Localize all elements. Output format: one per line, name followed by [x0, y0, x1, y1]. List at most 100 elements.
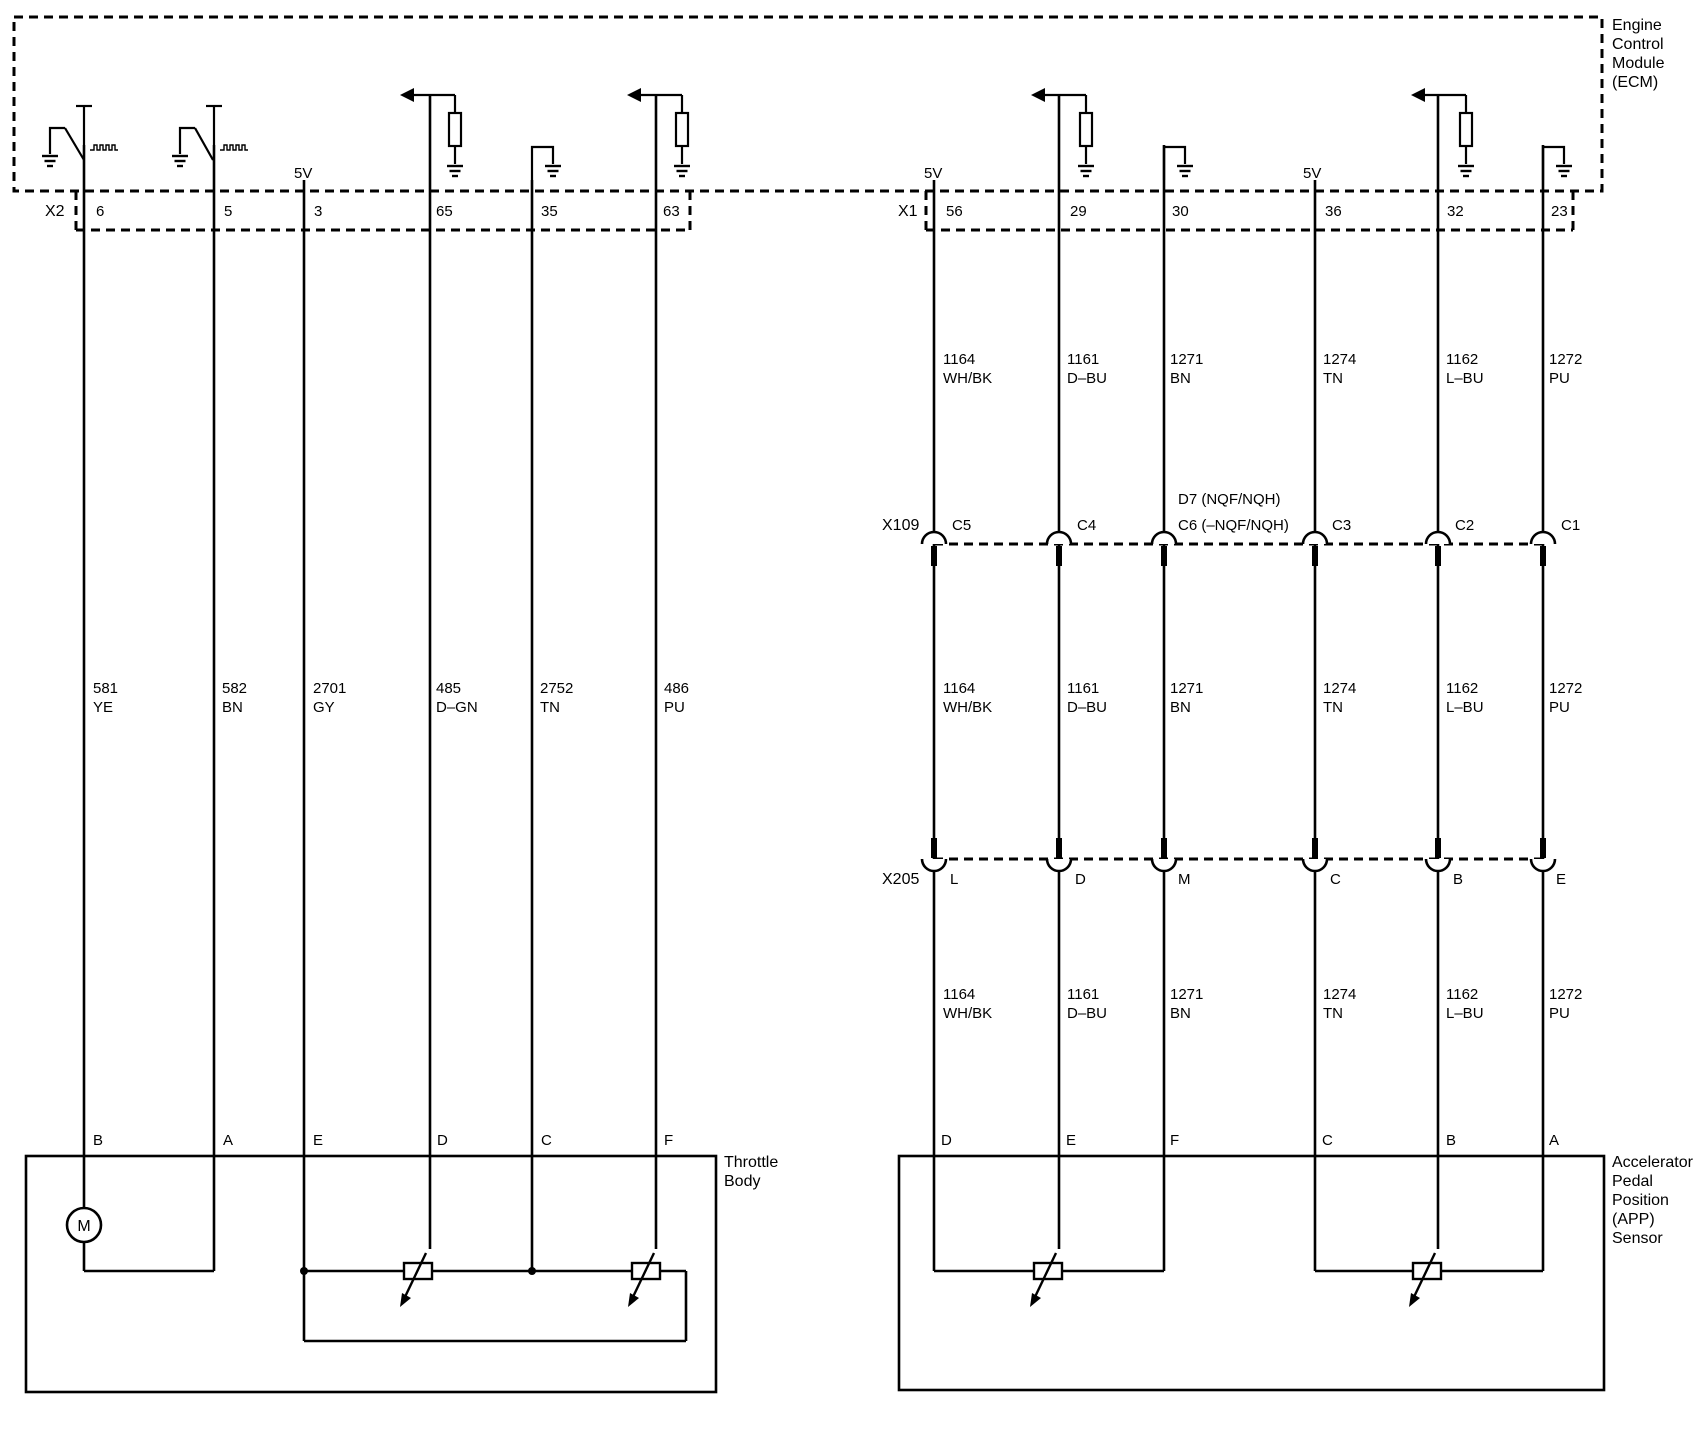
throttle-sensor-2-pot-icon [626, 1251, 662, 1309]
throttle-title-line-1: Throttle [724, 1154, 778, 1171]
ecm-title-line-1: Engine [1612, 17, 1662, 34]
wire-color-mid: L–BU [1446, 699, 1484, 716]
app-sensor-2-network [1315, 1251, 1543, 1309]
app-title-line-3: Position [1612, 1192, 1669, 1209]
tb-5v-label: 5V [294, 165, 312, 182]
component-pin-label: E [313, 1132, 323, 1149]
component-pin-label: C [541, 1132, 552, 1149]
ecm-title-line-3: Module [1612, 55, 1665, 72]
wire-color: TN [540, 699, 560, 716]
app-sensor-1-pot-icon [1028, 1251, 1064, 1309]
ecm-pin-label: 23 [1551, 203, 1568, 220]
component-pin-label: B [1446, 1132, 1456, 1149]
throttle-title-line-2: Body [724, 1173, 760, 1190]
app-wire-1: 56 1164 WH/BK C5 1164 WH/BK L 1164 WH/BK… [932, 180, 992, 1271]
app-title-line-5: Sensor [1612, 1230, 1663, 1247]
x109-pin-label: C4 [1077, 517, 1096, 534]
app-ground-2 [1541, 145, 1574, 180]
x109-note-line-2: C6 (–NQF/NQH) [1178, 517, 1289, 534]
x205-pin-label: L [950, 871, 958, 888]
wire-color-lower: L–BU [1446, 1005, 1484, 1022]
tb-signal-1-pullup [400, 88, 465, 178]
app-sensor-component: Accelerator Pedal Position (APP) Sensor [897, 1154, 1694, 1392]
component-pin-label: E [1066, 1132, 1076, 1149]
circuit-number-upper: 1162 [1446, 351, 1478, 368]
circuit-number: 581 [93, 680, 118, 697]
app-sensor-1-network [934, 1251, 1164, 1309]
throttle-wires: 6 581 YE B 5 582 BN A 3 2701 GY E 65 485… [82, 95, 689, 1271]
app-wire-6: 23 1272 PU C1 1272 PU E 1272 PU A [1541, 145, 1582, 1271]
circuit-number-upper: 1161 [1067, 351, 1099, 368]
circuit-number-lower: 1161 [1067, 986, 1099, 1003]
ecm-pin-label: 29 [1070, 203, 1087, 220]
app-signal-2-pullup [1411, 88, 1476, 178]
x2-connector-bar [74, 191, 692, 232]
app-title-line-4: (APP) [1612, 1211, 1655, 1228]
x109-pin-label: C5 [952, 517, 971, 534]
circuit-number-upper: 1274 [1323, 351, 1356, 368]
component-pin-label: B [93, 1132, 103, 1149]
x205-pin-label: D [1075, 871, 1086, 888]
wire-color: GY [313, 699, 335, 716]
circuit-number-upper: 1164 [943, 351, 975, 368]
ecm-pin-label: 56 [946, 203, 963, 220]
ecm-pin-label: 3 [314, 203, 322, 220]
circuit-number-mid: 1274 [1323, 680, 1356, 697]
app-wire-5: 32 1162 L–BU C2 1162 L–BU B 1162 L–BU B [1436, 95, 1484, 1249]
ecm-pin-label: 30 [1172, 203, 1189, 220]
throttle-motor: M [65, 1156, 216, 1273]
throttle-body-component: Throttle Body M [24, 1154, 778, 1394]
component-pin-label: A [1549, 1132, 1559, 1149]
wire-color: YE [93, 699, 113, 716]
wire-color-lower: D–BU [1067, 1005, 1107, 1022]
x109-connector: X109 [882, 517, 1557, 566]
app-5v-label-2: 5V [1303, 165, 1321, 182]
circuit-number: 2752 [540, 680, 573, 697]
wire-color: D–GN [436, 699, 478, 716]
circuit-number-upper: 1272 [1549, 351, 1582, 368]
wire-color-upper: L–BU [1446, 370, 1484, 387]
throttle-sensor-network [300, 1251, 688, 1343]
wire-color-upper: D–BU [1067, 370, 1107, 387]
circuit-number: 582 [222, 680, 247, 697]
circuit-number-upper: 1271 [1170, 351, 1203, 368]
ecm-pin-label: 65 [436, 203, 453, 220]
circuit-number-mid: 1164 [943, 680, 975, 697]
x205-label: X205 [882, 871, 919, 888]
app-sensor-2-pot-icon [1407, 1251, 1443, 1309]
wire-color-mid: WH/BK [943, 699, 992, 716]
throttle-wire-6: 63 486 PU F [654, 95, 689, 1249]
ecm-pin-label: 63 [663, 203, 680, 220]
circuit-number-lower: 1271 [1170, 986, 1203, 1003]
ecm-pin-label: 32 [1447, 203, 1464, 220]
circuit-number-lower: 1274 [1323, 986, 1356, 1003]
throttle-wire-4: 65 485 D–GN D [428, 95, 478, 1249]
throttle-body-box [24, 1154, 718, 1394]
ecm-pin-label: 5 [224, 203, 232, 220]
motor-icon: M [77, 1218, 90, 1235]
circuit-number: 486 [664, 680, 689, 697]
circuit-number-lower: 1272 [1549, 986, 1582, 1003]
app-wire-3: 30 1271 BN D7 (NQF/NQH) C6 (–NQF/NQH) 12… [1162, 145, 1289, 1271]
x205-pin-label: M [1178, 871, 1191, 888]
throttle-wire-5: 35 2752 TN C [530, 180, 573, 1271]
app-sensor-box [897, 1154, 1606, 1392]
wire-color-upper: BN [1170, 370, 1191, 387]
ecm-module: Engine Control Module (ECM) X2 X1 5V [12, 15, 1665, 232]
ecm-pin-label: 6 [96, 203, 104, 220]
ecm-title-line-2: Control [1612, 36, 1664, 53]
motor-driver-1-switch [40, 104, 119, 168]
wire-color-lower: WH/BK [943, 1005, 992, 1022]
motor-driver-2-switch [170, 104, 249, 168]
x205-connector: X205 [882, 838, 1557, 888]
wire-color-lower: TN [1323, 1005, 1343, 1022]
throttle-wire-3: 3 2701 GY E [302, 180, 346, 1271]
circuit-number-lower: 1162 [1446, 986, 1478, 1003]
wire-color-mid: BN [1170, 699, 1191, 716]
circuit-number-mid: 1162 [1446, 680, 1478, 697]
throttle-sensor-1-pot-icon [398, 1251, 434, 1309]
wire-color-mid: D–BU [1067, 699, 1107, 716]
wire-color: PU [664, 699, 685, 716]
component-pin-label: A [223, 1132, 233, 1149]
